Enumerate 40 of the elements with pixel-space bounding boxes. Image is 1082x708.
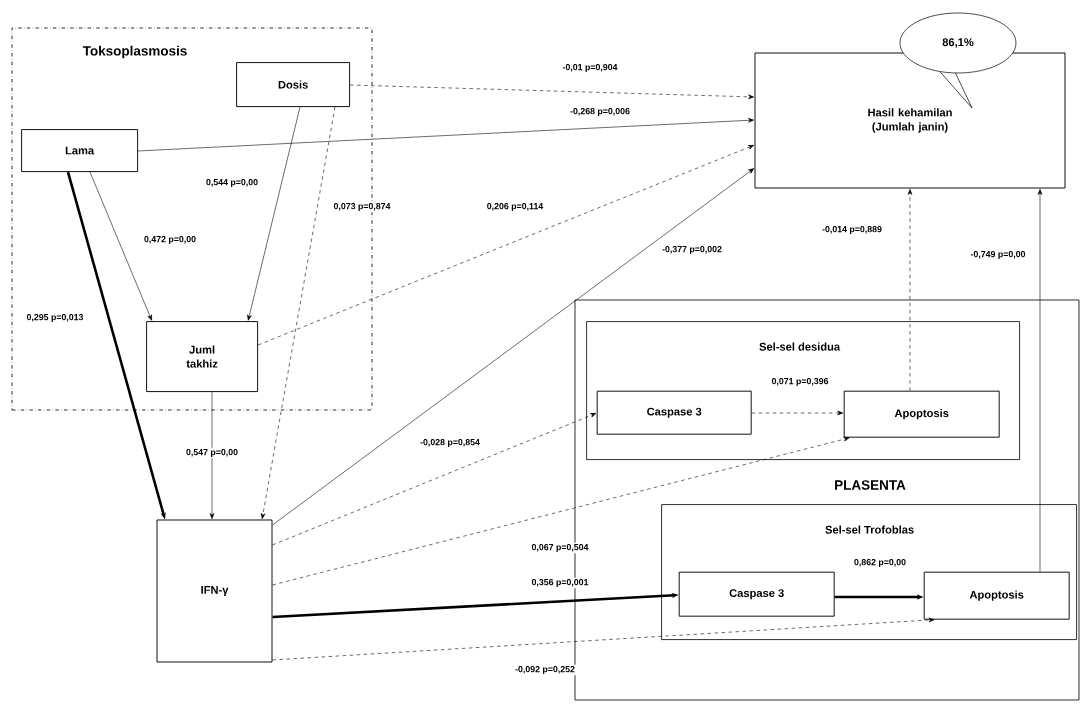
arrow xyxy=(349,84,754,100)
edge-label: 0,295 p=0,013 xyxy=(25,312,85,324)
edge-label: -0,092 p=0,252 xyxy=(513,664,577,676)
arrow xyxy=(209,391,215,519)
variable-box: IFN-γ xyxy=(156,519,273,663)
edge-label: 0,073 p=0,874 xyxy=(332,201,392,213)
edge-label: 0,206 p=0,114 xyxy=(485,201,545,213)
variable-box: Apoptosis xyxy=(923,571,1070,620)
arrow xyxy=(257,145,755,346)
variable-box: Juml takhiz xyxy=(146,321,259,393)
edge-label: 0,547 p=0,00 xyxy=(184,447,240,459)
edge-label: 0,071 p=0,396 xyxy=(770,376,830,388)
edge-label: 0,067 p=0,504 xyxy=(530,542,590,554)
speech-bubble: 86,1% xyxy=(899,12,1017,109)
variable-box: Caspase 3 xyxy=(596,390,752,435)
variable-box: Apoptosis xyxy=(843,390,1000,438)
edge-label: 0,862 p=0,00 xyxy=(852,557,908,569)
arrow xyxy=(247,106,301,321)
edge-label: 0,356 p=0,001 xyxy=(530,577,590,589)
variable-box: Dosis xyxy=(236,62,351,108)
variable-box: Caspase 3 xyxy=(678,571,835,617)
arrow xyxy=(272,413,597,546)
edge-label: -0,268 p=0,006 xyxy=(568,106,632,118)
arrow xyxy=(1037,189,1043,572)
edge-label: -0,014 p=0,889 xyxy=(820,224,884,236)
edge-label: 0,544 p=0,00 xyxy=(204,177,260,189)
edge-label: -0,377 p=0,002 xyxy=(660,244,724,256)
edge-label: 0,472 p=0,00 xyxy=(142,234,198,246)
arrow xyxy=(751,410,844,416)
variable-box: Lama xyxy=(21,129,139,173)
arrow xyxy=(272,168,755,526)
edge-label: -0,01 p=0,904 xyxy=(561,62,619,74)
edge-label: -0,028 p=0,854 xyxy=(418,437,482,449)
edge-label: -0,749 p=0,00 xyxy=(969,249,1027,261)
arrow xyxy=(272,617,935,661)
arrow xyxy=(907,189,913,391)
arrow xyxy=(89,171,152,321)
arrow xyxy=(260,106,336,519)
arrow xyxy=(137,118,754,152)
arrow xyxy=(272,436,850,586)
